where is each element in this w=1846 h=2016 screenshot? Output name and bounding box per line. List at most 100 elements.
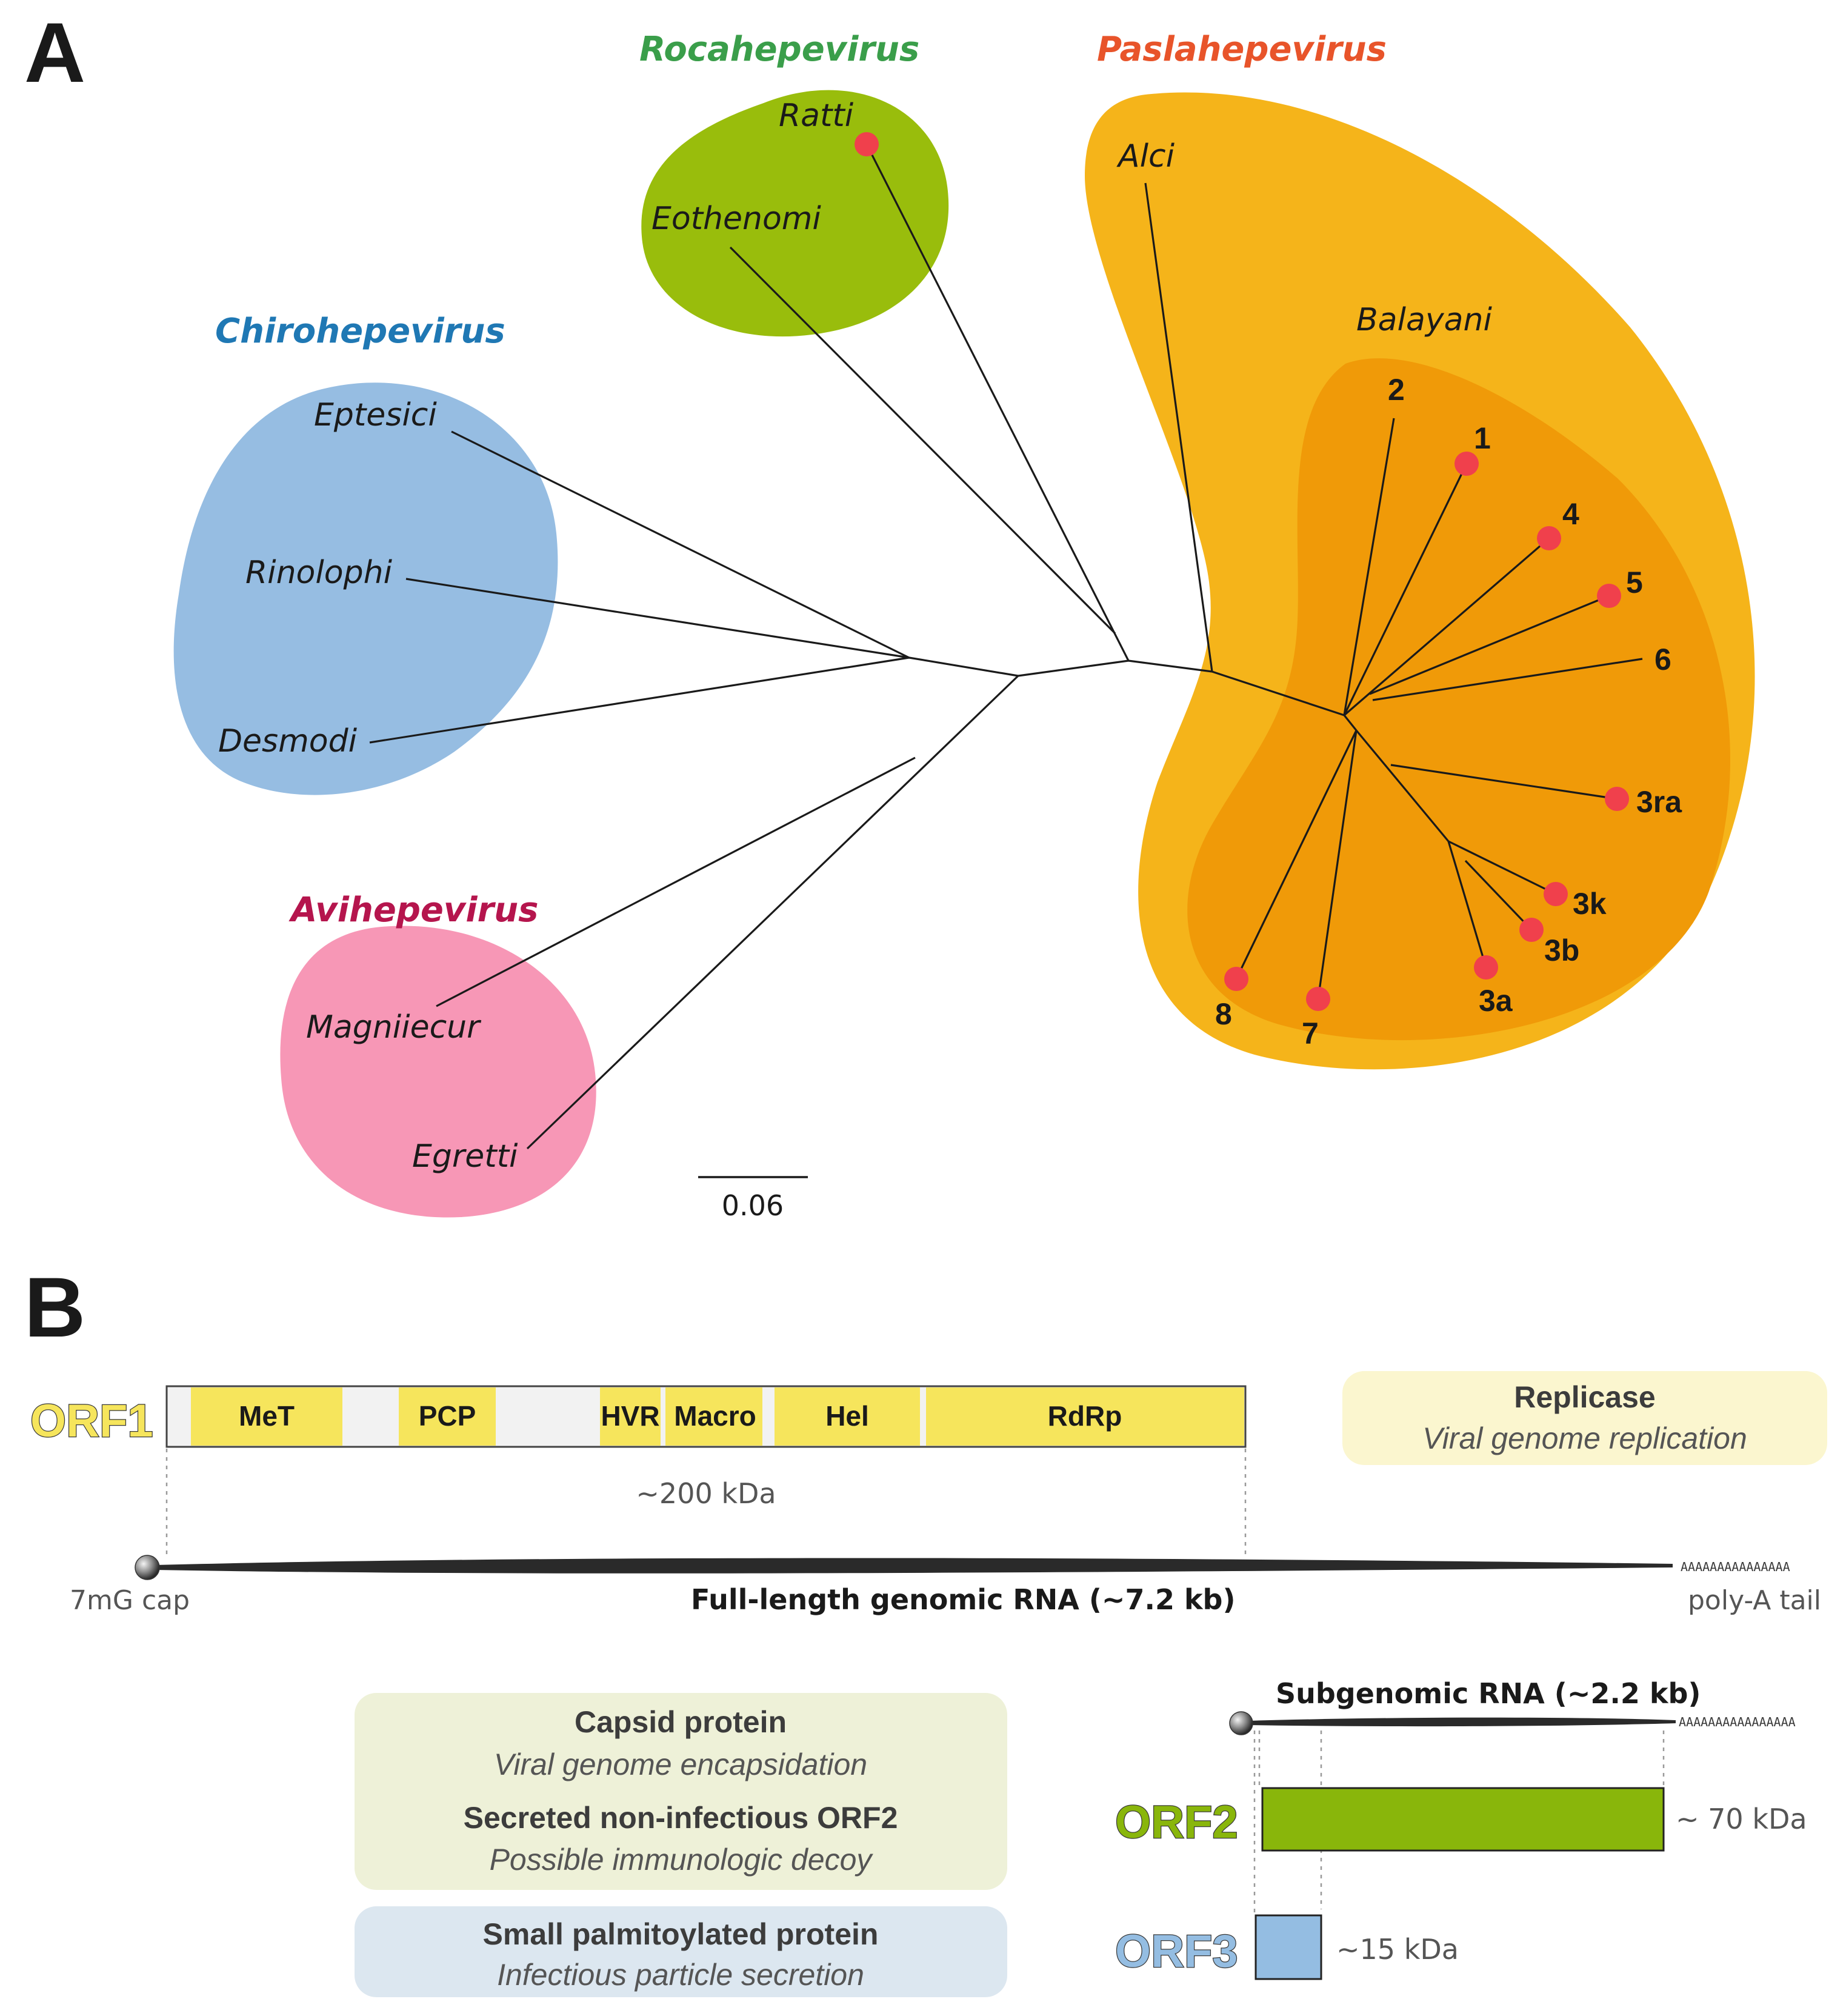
genotype-label-5: 5 bbox=[1626, 566, 1643, 599]
orf3-function-title: Small palmitoylated protein bbox=[483, 1917, 879, 1951]
genus-label-avihepevirus: Avihepevirus bbox=[288, 890, 538, 930]
genomic-rna-label: Full-length genomic RNA (~7.2 kb) bbox=[691, 1583, 1236, 1616]
zoonotic-dot-ratti bbox=[855, 132, 879, 156]
species-label-eptesici: Eptesici bbox=[314, 397, 437, 433]
phylogenetic-tree bbox=[369, 144, 1643, 1150]
branch-chiro-stem bbox=[908, 656, 1019, 677]
branch-balayani-stem bbox=[1211, 670, 1345, 716]
branch-gt3a bbox=[1447, 841, 1487, 968]
species-label-rinolophi: Rinolophi bbox=[245, 555, 393, 591]
branch-desmodi bbox=[369, 656, 910, 744]
zoonotic-markers bbox=[855, 132, 1629, 1011]
domain-hel bbox=[775, 1387, 920, 1446]
replicase-subtitle: Viral genome replication bbox=[1422, 1421, 1747, 1455]
domain-label-hvr: HVR bbox=[601, 1400, 659, 1432]
zoonotic-dot-gt7 bbox=[1306, 987, 1330, 1011]
species-label-eothenomi: Eothenomi bbox=[651, 201, 821, 237]
genomic-rna-strand bbox=[155, 1558, 1673, 1574]
genotype-label-7: 7 bbox=[1302, 1016, 1319, 1050]
orf1-size: ~200 kDa bbox=[636, 1477, 776, 1510]
species-label-magniiecur: Magniiecur bbox=[306, 1009, 482, 1046]
capsid-box bbox=[355, 1693, 1007, 1890]
zoonotic-dot-gt8 bbox=[1224, 967, 1248, 991]
branch-gt3ra bbox=[1390, 764, 1618, 800]
genotype-label-3a: 3a bbox=[1479, 984, 1513, 1018]
zoonotic-dot-gt3k bbox=[1544, 882, 1568, 906]
branch-gt3k bbox=[1448, 840, 1556, 895]
orf3-label: ORF3 bbox=[1115, 1926, 1238, 1977]
zoonotic-dot-gt3a bbox=[1474, 955, 1498, 980]
panel-b: B ORF1 MeT PCP HVR Macro Hel RdRp ~200 k… bbox=[24, 1260, 1827, 1997]
branch-gt3b bbox=[1464, 859, 1533, 931]
branch-ratti bbox=[865, 144, 1130, 661]
branch-magniiecur bbox=[436, 756, 916, 1007]
replicase-box bbox=[1342, 1371, 1827, 1465]
subgenomic-cap-icon bbox=[1229, 1711, 1253, 1735]
species-label-alci: Alci bbox=[1116, 138, 1175, 175]
domain-label-rdrp: RdRp bbox=[1048, 1400, 1122, 1432]
orf3-function-subtitle: Infectious particle secretion bbox=[497, 1958, 864, 1992]
polya-label: poly-A tail bbox=[1688, 1585, 1821, 1616]
domain-label-pcp: PCP bbox=[419, 1400, 476, 1432]
orf3-function-box bbox=[355, 1906, 1007, 1997]
replicase-title: Replicase bbox=[1514, 1380, 1655, 1414]
genotype-label-2: 2 bbox=[1388, 373, 1405, 407]
branch-root-internal bbox=[1018, 659, 1213, 677]
orf2-label: ORF2 bbox=[1115, 1797, 1238, 1848]
genotype-label-3b: 3b bbox=[1544, 933, 1579, 967]
domain-label-met: MeT bbox=[239, 1400, 295, 1432]
genus-label-chirohepevirus: Chirohepevirus bbox=[215, 312, 505, 351]
orf2-size: ~ 70 kDa bbox=[1676, 1803, 1807, 1835]
branch-rinolophi bbox=[405, 578, 910, 659]
zoonotic-dot-gt1 bbox=[1454, 452, 1479, 476]
orf2-bar bbox=[1261, 1787, 1665, 1852]
domain-label-hel: Hel bbox=[825, 1400, 869, 1432]
subgenomic-rna-label: Subgenomic RNA (~2.2 kb) bbox=[1276, 1677, 1701, 1710]
branch-alci bbox=[1144, 182, 1213, 672]
orf3-size: ~15 kDa bbox=[1336, 1933, 1459, 1966]
zoonotic-dot-gt3ra bbox=[1605, 787, 1629, 811]
zoonotic-dot-gt4 bbox=[1537, 526, 1561, 550]
subgenomic-rna-strand bbox=[1248, 1717, 1676, 1727]
branch-gt2 bbox=[1343, 418, 1395, 716]
balayani-region bbox=[1187, 358, 1731, 1041]
branch-gt3-internal bbox=[1355, 729, 1450, 843]
branch-gt1 bbox=[1343, 463, 1468, 716]
cap-icon bbox=[135, 1555, 160, 1580]
genotype-label-3k: 3k bbox=[1573, 887, 1607, 921]
genotype-label-4: 4 bbox=[1562, 497, 1579, 531]
panel-a-letter: A bbox=[24, 5, 85, 100]
branch-eptesici bbox=[451, 430, 910, 659]
genotype-label-6: 6 bbox=[1654, 643, 1671, 676]
species-label-desmodi: Desmodi bbox=[218, 723, 358, 759]
domain-met bbox=[191, 1387, 342, 1446]
panel-b-letter: B bbox=[24, 1260, 85, 1355]
branch-egretti bbox=[526, 675, 1019, 1150]
domain-pcp bbox=[399, 1387, 496, 1446]
panel-a: A Rocahepevirus Paslahepevirus Chirohepe… bbox=[24, 5, 1755, 1222]
species-label-ratti: Ratti bbox=[779, 98, 854, 134]
capsid-subtitle: Viral genome encapsidation bbox=[494, 1747, 867, 1781]
orf3-bar bbox=[1255, 1914, 1322, 1980]
scale-bar-label: 0.06 bbox=[722, 1189, 784, 1222]
secreted-orf2-title: Secreted non-infectious ORF2 bbox=[464, 1801, 898, 1835]
branch-gt3-stem bbox=[1343, 715, 1358, 731]
branch-gt5 bbox=[1369, 595, 1610, 695]
domain-rdrp bbox=[926, 1387, 1244, 1446]
zoonotic-dot-gt3b bbox=[1519, 918, 1544, 942]
avihepevirus-region bbox=[280, 926, 596, 1218]
species-label-balayani: Balayani bbox=[1356, 302, 1492, 338]
domain-label-macro: Macro bbox=[674, 1400, 756, 1432]
branch-gt7 bbox=[1317, 730, 1358, 1000]
domain-hvr bbox=[600, 1387, 661, 1446]
branch-gt6 bbox=[1372, 658, 1643, 701]
branch-gt8 bbox=[1235, 730, 1358, 980]
branch-eothenomi bbox=[729, 246, 1116, 635]
domain-macro bbox=[665, 1387, 762, 1446]
chirohepevirus-region bbox=[173, 382, 558, 795]
orf1-label: ORF1 bbox=[30, 1395, 153, 1447]
secreted-orf2-subtitle: Possible immunologic decoy bbox=[490, 1843, 874, 1877]
species-label-egretti: Egretti bbox=[412, 1138, 518, 1175]
genus-label-paslahepevirus: Paslahepevirus bbox=[1097, 30, 1387, 69]
